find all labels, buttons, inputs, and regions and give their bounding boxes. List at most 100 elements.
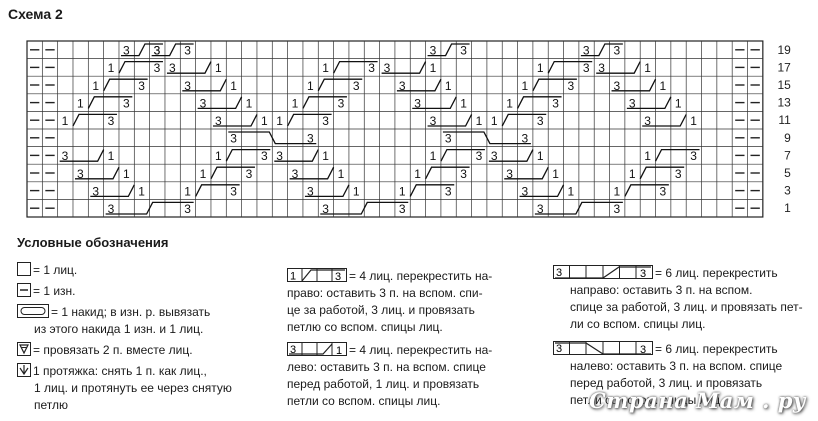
cable-digit: 1 [537, 61, 544, 75]
cable-stroke [442, 131, 531, 145]
row-number: 3 [784, 184, 791, 198]
cable-digit: 3 [476, 149, 483, 163]
legend-knit: = 1 лиц. [17, 262, 282, 279]
cable-digit: 3 [384, 61, 391, 75]
cable-digit: 3 [445, 132, 452, 146]
cable-stroke [105, 201, 194, 215]
cable-stroke [642, 114, 687, 127]
cable-digit: 1 [629, 167, 636, 181]
cable-stroke [639, 166, 685, 180]
cable-stroke [118, 60, 163, 74]
cable-stroke [59, 149, 105, 162]
cable-stroke [611, 78, 657, 92]
purl-symbol-icon [17, 283, 31, 297]
row-number: 15 [777, 78, 791, 92]
cable-digit: 3 [292, 167, 299, 181]
chart-title: Схема 2 [8, 6, 63, 22]
cable-stroke [274, 149, 319, 162]
cable-digit: 1 [552, 167, 559, 181]
cable-digit: 3 [230, 132, 237, 146]
legend-k2tog: = провязать 2 п. вместе лиц. [17, 342, 282, 359]
cable-digit: 1 [230, 79, 237, 93]
cable-digit: 3 [460, 44, 467, 58]
cable-stroke [87, 96, 133, 109]
cable-stroke [504, 166, 549, 180]
cable-digit: 3 [108, 114, 115, 128]
cable-stroke [396, 78, 442, 92]
cable-stroke [90, 184, 135, 198]
cable-digit: 3 [660, 184, 667, 198]
cable-digit: 1 [246, 96, 253, 110]
cable-digit: 1 [414, 167, 421, 181]
cable-stroke [425, 166, 470, 180]
cable-digit: 3 [92, 184, 99, 198]
cable-digit: 3 [338, 96, 345, 110]
cable-digit: 3 [537, 202, 544, 216]
legend-skp: 1 протяжка: снять 1 п. как лиц., 1 лиц. … [17, 363, 282, 414]
cable-stroke [534, 201, 623, 215]
cable-stroke [624, 184, 669, 197]
cable-digit: 3 [307, 132, 314, 146]
cable-digit: 3 [62, 149, 69, 163]
legend-purl: = 1 изн. [17, 283, 282, 300]
cable-stroke [333, 60, 378, 74]
cable-digit: 3 [184, 44, 191, 58]
cable-stroke [547, 60, 593, 74]
cable-stroke [72, 113, 117, 127]
cable-stroke [197, 96, 243, 110]
cable-digit: 3 [460, 167, 467, 181]
cable-digit: 1 [322, 149, 329, 163]
cable-stroke [501, 113, 547, 127]
cable-digit: 3 [399, 202, 406, 216]
cable-digit: 3 [215, 114, 222, 128]
cable-stroke [320, 201, 409, 215]
cable-digit: 3 [491, 149, 498, 163]
cable-digit: 1 [77, 96, 84, 110]
cable-stroke [228, 131, 317, 145]
cable-digit: 3 [276, 149, 283, 163]
cable-stroke [440, 148, 485, 162]
cable-digit: 3 [322, 202, 329, 216]
cable-digit: 1 [138, 184, 145, 198]
cable-stroke [212, 114, 258, 127]
cable-digit: 3 [583, 44, 590, 58]
cable-stroke [488, 149, 534, 162]
cable-stroke [412, 96, 457, 110]
cable-digit: 3 [629, 96, 636, 110]
svg-text:1: 1 [290, 271, 296, 283]
cable-digit: 1 [62, 114, 69, 128]
legend-title: Условные обозначения [17, 235, 169, 250]
cable-digit: 3 [414, 96, 421, 110]
cable-stroke [626, 96, 672, 110]
legend-yarn-over: = 1 накид; в изн. р. вывязать из этого н… [17, 304, 282, 338]
cable-digit: 3 [583, 61, 590, 75]
cable-digit: 3 [368, 61, 375, 75]
skp-symbol-icon [17, 363, 31, 377]
cable-stroke [287, 113, 332, 127]
cable-digit: 3 [169, 61, 176, 75]
cable-digit: 1 [215, 149, 222, 163]
cable-digit: 1 [445, 79, 452, 93]
cable-digit: 3 [353, 79, 360, 93]
cable-digit: 3 [261, 149, 268, 163]
cable-digit: 1 [506, 96, 513, 110]
row-number: 1 [784, 201, 791, 215]
cable-digit: 1 [644, 149, 651, 163]
row-number: 7 [784, 148, 791, 162]
cable-digit: 1 [108, 149, 115, 163]
cable-digit: 3 [430, 44, 437, 58]
cable-digit: 3 [614, 202, 621, 216]
cable-digit: 1 [215, 61, 222, 75]
cable-digit: 3 [399, 79, 406, 93]
cable-digit: 1 [353, 184, 360, 198]
cable-digit: 1 [675, 96, 682, 110]
cable-digit: 1 [292, 96, 299, 110]
cable-digit: 3 [123, 96, 130, 110]
cable-digit: 3 [184, 202, 191, 216]
cable-digit: 1 [522, 79, 529, 93]
cable-digit: 3 [614, 44, 621, 58]
